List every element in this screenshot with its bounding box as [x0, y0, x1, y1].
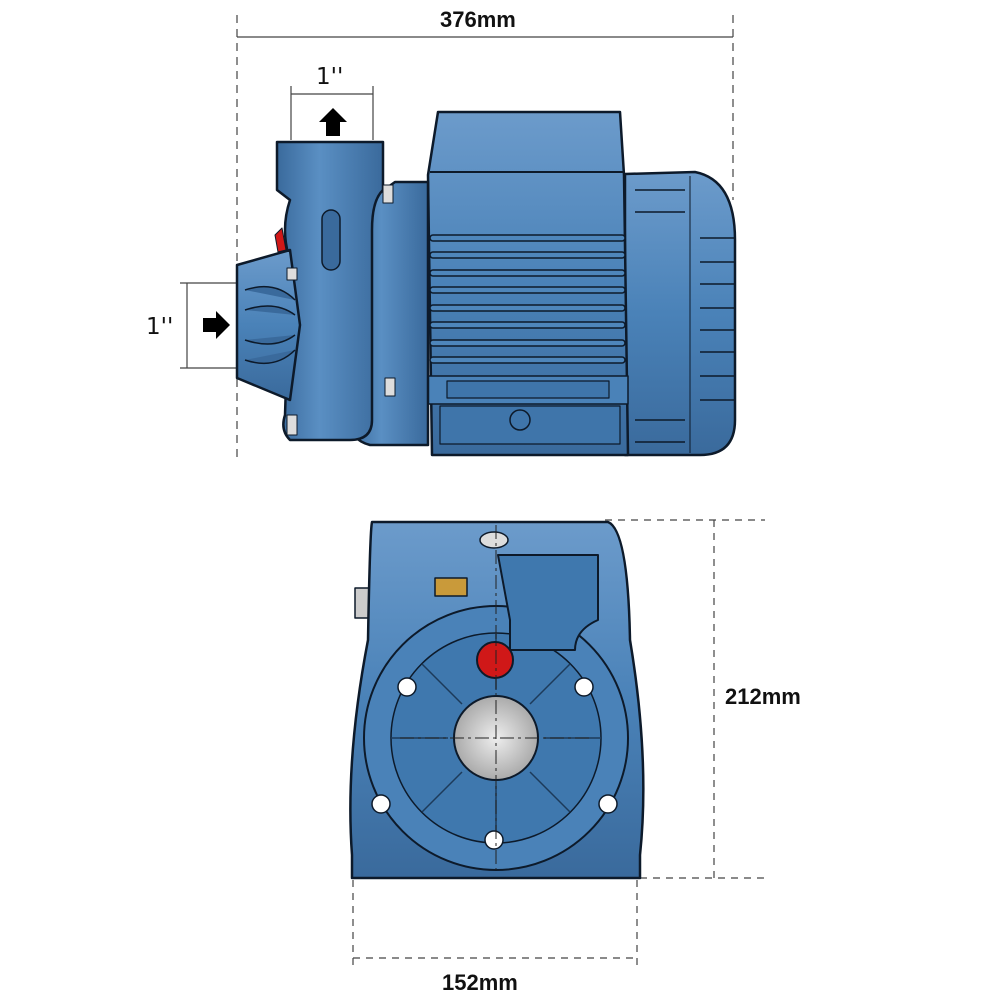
inlet-arrow-icon: [203, 311, 230, 339]
outlet-size-label: 1'': [316, 64, 344, 90]
overall-length-label: 376mm: [440, 7, 516, 32]
brand-logo-icon: [509, 409, 531, 431]
dimension-lines-front: [352, 519, 765, 965]
pump-front-view: [349, 520, 645, 880]
pump-side-view: [235, 110, 737, 457]
width-label: 152mm: [442, 970, 518, 995]
height-label: 212mm: [725, 684, 801, 709]
dimension-lines-side: [180, 15, 734, 460]
inlet-size-label: 1'': [146, 314, 174, 340]
red-plug: [476, 641, 514, 679]
drain-plug-side: [274, 227, 287, 253]
outlet-arrow-icon: [319, 108, 347, 136]
brass-fitting: [434, 577, 468, 597]
